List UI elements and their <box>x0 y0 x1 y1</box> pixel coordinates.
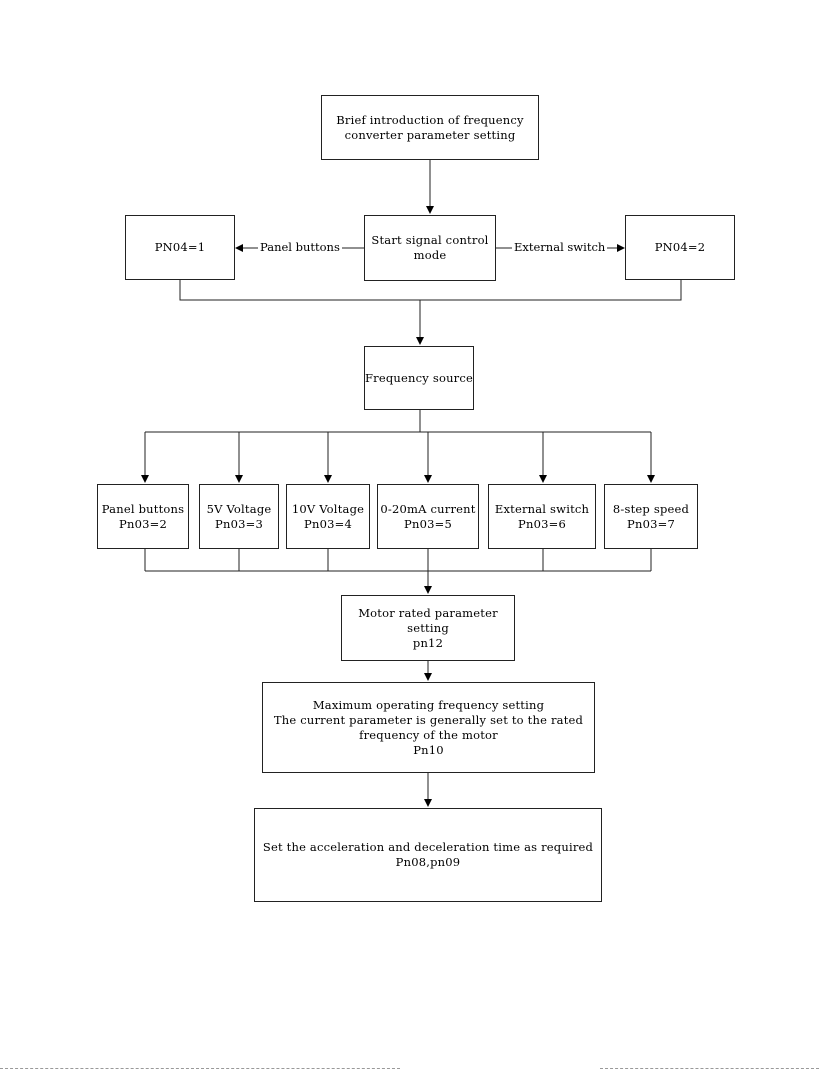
source-5v-line-2: Pn03=3 <box>215 516 263 531</box>
source-10v-box: 10V Voltage Pn03=4 <box>286 484 370 549</box>
source-020ma-line-1: 0-20mA current <box>380 501 476 516</box>
source-panel-buttons-box: Panel buttons Pn03=2 <box>97 484 189 549</box>
frequency-source-box: Frequency source <box>364 346 474 410</box>
max-freq-line-2: The current parameter is generally set t… <box>273 712 584 727</box>
start-signal-line-2: mode <box>413 248 447 262</box>
source-panel-line-1: Panel buttons <box>101 501 185 516</box>
motor-rated-box: Motor rated parameter setting pn12 <box>341 595 515 661</box>
source-external-switch-box: External switch Pn03=6 <box>488 484 596 549</box>
intro-line-2: converter parameter setting <box>344 127 516 142</box>
edge-label-panel-buttons: Panel buttons <box>258 240 342 255</box>
accel-line-2: Pn08,pn09 <box>395 855 461 869</box>
pn04-1-box: PN04=1 <box>125 215 235 280</box>
intro-box: Brief introduction of frequency converte… <box>321 95 539 160</box>
motor-rated-line-2: setting <box>407 620 449 635</box>
source-8-step-box: 8-step speed Pn03=7 <box>604 484 698 549</box>
pn04-2-box: PN04=2 <box>625 215 735 280</box>
pn04-1-label: PN04=1 <box>154 240 206 254</box>
source-10v-line-1: 10V Voltage <box>291 501 365 516</box>
footer-rule-left <box>0 1068 400 1069</box>
source-panel-line-2: Pn03=2 <box>119 516 167 531</box>
motor-rated-line-1: Motor rated parameter <box>358 605 498 620</box>
accel-decel-box: Set the acceleration and deceleration ti… <box>254 808 602 902</box>
start-signal-line-1: Start signal control <box>371 233 489 247</box>
max-freq-line-3: frequency of the motor <box>359 727 498 742</box>
intro-line-1: Brief introduction of frequency <box>336 112 524 127</box>
source-ext-line-2: Pn03=6 <box>518 516 566 531</box>
source-5v-line-1: 5V Voltage <box>206 501 272 516</box>
source-020ma-line-2: Pn03=5 <box>404 516 452 531</box>
source-8step-line-1: 8-step speed <box>612 501 690 516</box>
source-5v-box: 5V Voltage Pn03=3 <box>199 484 279 549</box>
edge-pn04-merge <box>179 280 682 301</box>
motor-rated-line-3: pn12 <box>412 635 444 650</box>
max-frequency-box: Maximum operating frequency setting The … <box>262 682 595 773</box>
source-8step-line-2: Pn03=7 <box>627 516 675 531</box>
pn04-2-label: PN04=2 <box>654 240 706 254</box>
source-020ma-box: 0-20mA current Pn03=5 <box>377 484 479 549</box>
accel-line-1: Set the acceleration and deceleration ti… <box>262 840 594 854</box>
edge-label-external-switch: External switch <box>512 240 608 255</box>
frequency-source-label: Frequency source <box>364 370 474 385</box>
max-freq-line-4: Pn10 <box>413 742 444 757</box>
footer-rule-right <box>600 1068 819 1069</box>
start-signal-box: Start signal control mode <box>364 215 496 281</box>
max-freq-line-1: Maximum operating frequency setting <box>312 697 545 712</box>
source-10v-line-2: Pn03=4 <box>304 516 352 531</box>
source-ext-line-1: External switch <box>494 501 590 516</box>
